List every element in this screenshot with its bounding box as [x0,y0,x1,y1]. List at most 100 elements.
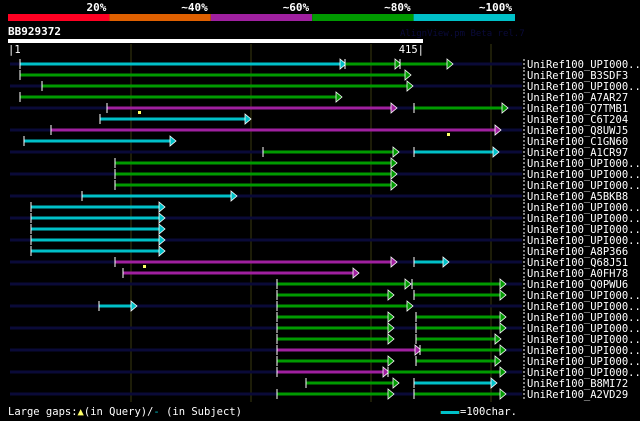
hit-row[interactable]: UniRef100_Q0PWU6 [10,278,628,291]
hit-row[interactable]: UniRef100_UPI000.. [276,311,640,324]
hit-label[interactable]: UniRef100_UPI000.. [527,180,640,192]
hit-row[interactable]: UniRef100_UPI000.. [276,289,640,302]
hit-label[interactable]: UniRef100_A5BKB8 [527,191,628,203]
hsp-end-arrow-icon [446,58,454,70]
hit-label[interactable]: UniRef100_C6T204 [527,114,628,126]
hit-label[interactable]: UniRef100_A8P366 [527,246,628,258]
hit-row[interactable]: UniRef100_A8P366 [30,245,628,258]
hit-row[interactable]: UniRef100_Q8UWJ5 [10,124,628,137]
scale-segment-green [312,14,414,21]
hit-label[interactable]: UniRef100_UPI000.. [527,81,640,93]
scale-segment-orange [109,14,211,21]
hsp-end-arrow-icon [387,311,395,323]
hit-row[interactable]: UniRef100_A5BKB8 [10,190,628,203]
hsp-end-arrow-icon [494,355,502,367]
hit-label[interactable]: UniRef100_UPI000.. [527,235,640,247]
hsp-end-arrow-icon [499,344,507,356]
hsp-end-arrow-icon [499,289,507,301]
hit-label[interactable]: UniRef100_UPI000.. [527,301,640,313]
hsp-end-arrow-icon [244,113,252,125]
query-start-label: |1 [8,44,21,56]
hit-label[interactable]: UniRef100_UPI000.. [527,202,640,214]
hit-label[interactable]: UniRef100_Q8UWJ5 [527,125,628,137]
hit-label[interactable]: UniRef100_A0FH78 [527,268,628,280]
hit-row[interactable]: UniRef100_UPI000.. [10,212,640,225]
hit-label[interactable]: UniRef100_A2VD29 [527,389,628,401]
hit-row[interactable]: UniRef100_UPI000.. [30,223,640,236]
hsp-end-arrow-icon [499,311,507,323]
hsp-end-arrow-icon [158,223,166,235]
hsp-end-arrow-icon [390,256,398,268]
hit-row[interactable]: UniRef100_UPI000.. [10,168,640,181]
hit-row[interactable]: UniRef100_UPI000.. [10,234,640,247]
hit-row[interactable]: UniRef100_UPI000.. [114,157,640,170]
hit-row[interactable]: UniRef100_Q7TMB1 [10,102,628,115]
hit-label[interactable]: UniRef100_UPI000.. [527,356,640,368]
hit-row[interactable]: UniRef100_UPI000.. [114,179,640,192]
hit-row[interactable]: UniRef100_C1GN60 [23,135,628,148]
hit-row[interactable]: UniRef100_UPI000.. [10,322,640,335]
hsp-end-arrow-icon [339,58,347,70]
hsp-end-arrow-icon [382,366,390,378]
gap-legend: Large gaps:▲(in Query)/- (in Subject) [8,406,242,418]
hit-label[interactable]: UniRef100_A7AR27 [527,92,628,104]
query-gap-icon: ▲ [77,406,84,418]
hit-row[interactable]: UniRef100_UPI000.. [10,58,640,71]
gridlines [130,44,492,402]
scale-label: ~40% [181,1,208,14]
hit-label[interactable]: UniRef100_UPI000.. [527,312,640,324]
hit-label[interactable]: UniRef100_Q7TMB1 [527,103,628,115]
hit-row[interactable]: UniRef100_UPI000.. [10,366,640,379]
hit-label[interactable]: UniRef100_UPI000.. [527,290,640,302]
hsp-end-arrow-icon [499,322,507,334]
hsp-end-arrow-icon [494,333,502,345]
scale-bar-icon [440,410,460,414]
hit-label[interactable]: UniRef100_A1CR97 [527,147,628,159]
hit-label[interactable]: UniRef100_B3SDF3 [527,70,628,82]
hit-label[interactable]: UniRef100_Q68J51 [527,257,628,269]
gap-legend-label: Large gaps: [8,406,78,418]
hit-label[interactable]: UniRef100_UPI000.. [527,323,640,335]
hit-row[interactable]: UniRef100_UPI000.. [10,344,640,357]
hit-label[interactable]: UniRef100_UPI000.. [527,334,640,346]
hit-row[interactable]: UniRef100_A1CR97 [10,146,628,159]
hsp-end-arrow-icon [387,322,395,334]
hit-row[interactable]: UniRef100_UPI000.. [10,80,640,93]
hsp-end-arrow-icon [158,234,166,246]
scale-label: ~60% [283,1,310,14]
hit-row[interactable]: UniRef100_A2VD29 [10,388,628,401]
hit-row[interactable]: UniRef100_UPI000.. [30,201,640,214]
hsp-end-arrow-icon [130,300,138,312]
hsp-end-arrow-icon [387,333,395,345]
hit-label[interactable]: UniRef100_B8MI72 [527,378,628,390]
hit-row[interactable]: UniRef100_C6T204 [99,113,628,126]
query-end-label: 415| [399,44,424,56]
query-gap-marker [138,111,141,114]
hit-label[interactable]: UniRef100_Q0PWU6 [527,279,628,291]
hit-row[interactable]: UniRef100_B3SDF3 [19,69,628,82]
hit-label[interactable]: UniRef100_UPI000.. [527,59,640,71]
hsp-end-arrow-icon [406,300,414,312]
hsp-end-arrow-icon [494,124,502,136]
hit-label[interactable]: UniRef100_C1GN60 [527,136,628,148]
hit-label[interactable]: UniRef100_UPI000.. [527,158,640,170]
hit-label[interactable]: UniRef100_UPI000.. [527,367,640,379]
hit-row[interactable]: UniRef100_A7AR27 [19,91,628,104]
hsp-end-arrow-icon [442,256,450,268]
hit-label[interactable]: UniRef100_UPI000.. [527,213,640,225]
hsp-end-arrow-icon [406,80,414,92]
hit-row[interactable]: UniRef100_A0FH78 [122,267,628,280]
hsp-end-arrow-icon [499,278,507,290]
hit-rows: UniRef100_UPI000..UniRef100_B3SDF3UniRef… [10,58,640,401]
hit-row[interactable]: UniRef100_B8MI72 [305,377,628,390]
hit-label[interactable]: UniRef100_UPI000.. [527,169,640,181]
query-bar [8,39,423,43]
hit-label[interactable]: UniRef100_UPI000.. [527,224,640,236]
hit-label[interactable]: UniRef100_UPI000.. [527,345,640,357]
hsp-end-arrow-icon [492,146,500,158]
hit-row[interactable]: UniRef100_UPI000.. [276,333,640,346]
hit-row[interactable]: UniRef100_UPI000.. [276,355,640,368]
hit-row[interactable]: UniRef100_Q68J51 [10,256,628,269]
hit-row[interactable]: UniRef100_UPI000.. [10,300,640,313]
